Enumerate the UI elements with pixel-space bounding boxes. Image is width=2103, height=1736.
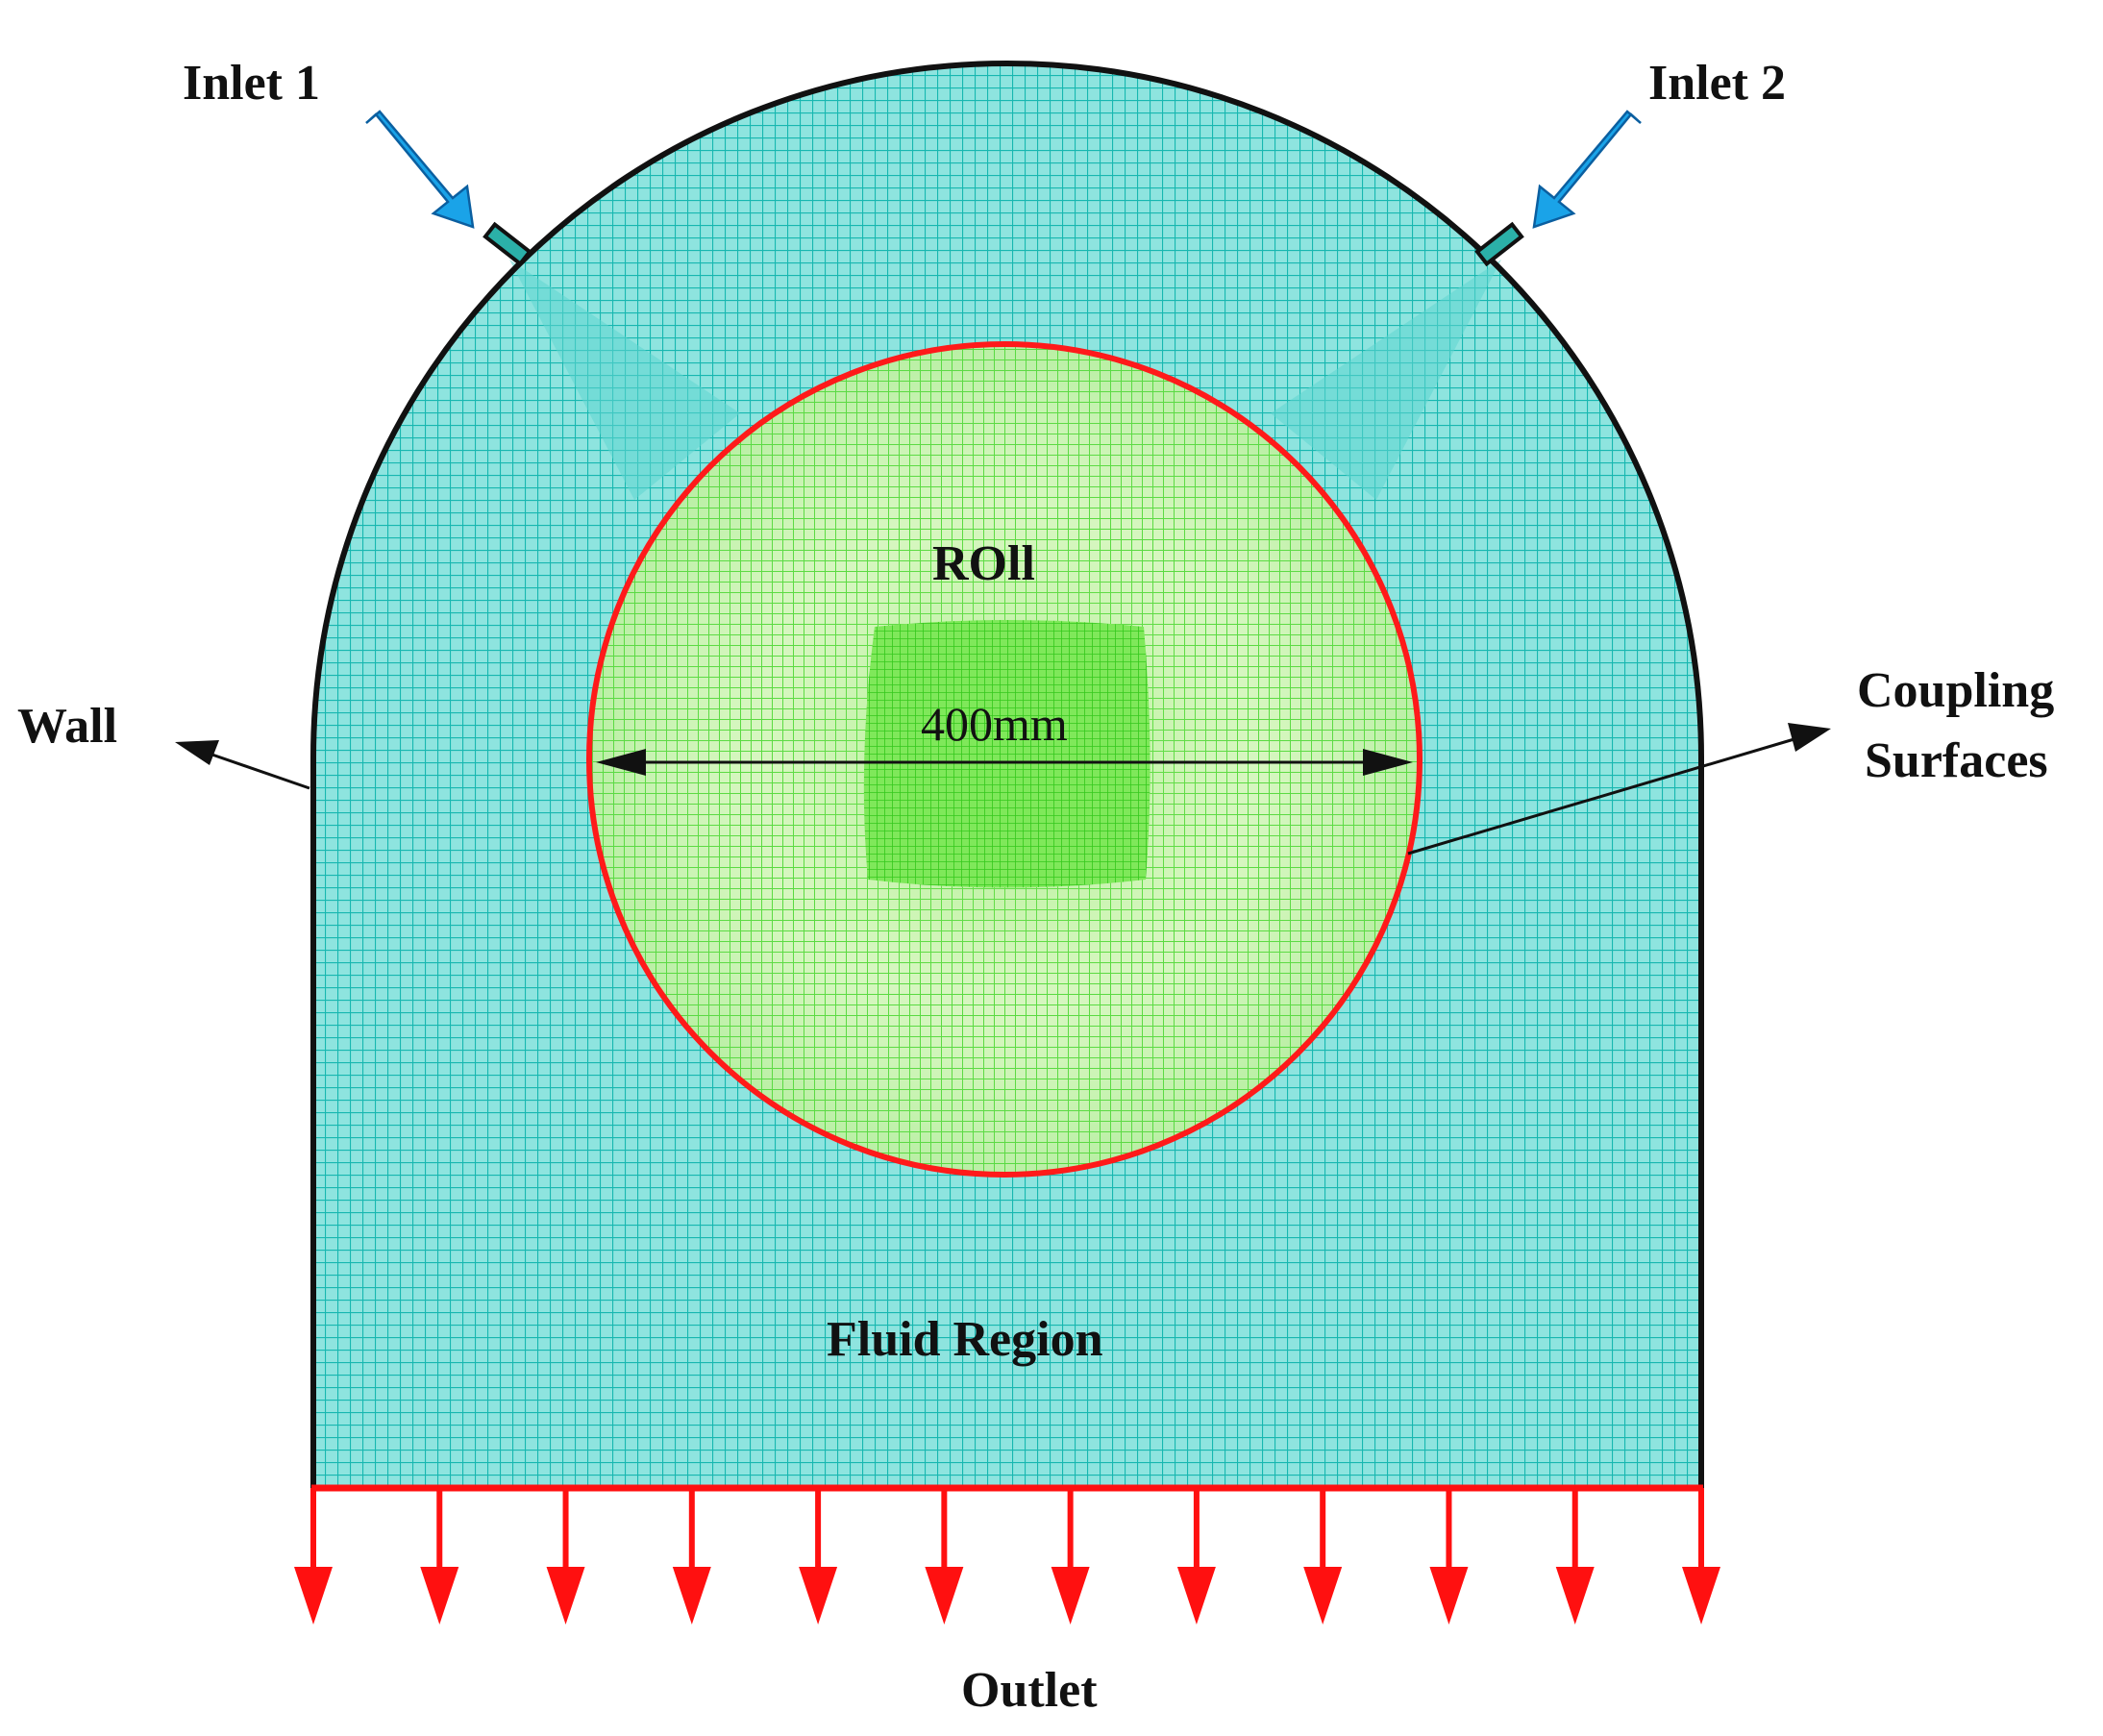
outlet-label: Outlet [961,1663,1098,1718]
inlet-2-label: Inlet 2 [1648,56,1786,111]
inlet-1-label: Inlet 1 [183,56,320,111]
outlet-arrows [294,1488,1720,1624]
roll-label: ROll [932,536,1035,591]
roll-core-mesh [863,620,1150,888]
coupling-leader [1407,723,1831,856]
outlet-arrow [1429,1488,1469,1624]
fluid-region-label: Fluid Region [827,1312,1103,1367]
diameter-dimension [596,749,1413,776]
outlet-arrow [1176,1488,1216,1624]
outlet-arrow [1555,1488,1595,1624]
outlet-arrow [672,1488,711,1624]
coupling-label-line1: Coupling [1857,663,2054,718]
outlet-arrow [799,1488,838,1624]
outlet-arrow [546,1488,585,1624]
wall-leader [175,740,310,790]
outlet-arrow [1682,1488,1720,1624]
inlet-2-port [1474,221,1524,267]
coupling-surface [586,341,1423,1178]
inlet-1-port [482,221,532,267]
outlet-arrow [1051,1488,1090,1624]
inlet-1-arrow [365,110,475,229]
wall-boundary [310,61,1704,1488]
outlet-arrow [925,1488,964,1624]
dimension-label: 400mm [921,697,1068,751]
wall-label: Wall [17,699,117,754]
outlet-arrow [1303,1488,1343,1624]
outlet-arrow [420,1488,459,1624]
coupling-label-line2: Surfaces [1865,733,2048,788]
outlet-arrow [294,1488,333,1624]
inlet-2-jet [1271,260,1501,500]
inlet-2-arrow [1532,110,1642,229]
inlet-1-jet [509,260,740,500]
